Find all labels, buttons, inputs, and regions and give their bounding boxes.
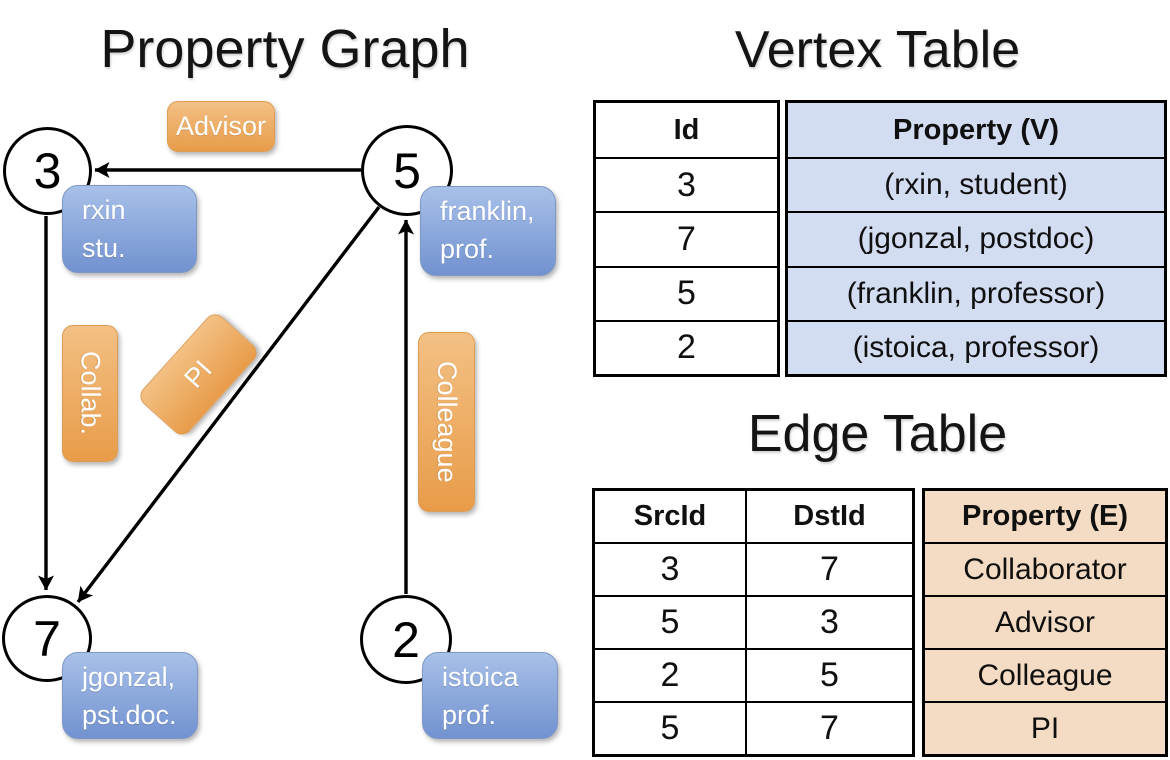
edge-table-dst-cell: 7 (745, 542, 912, 595)
vertex-id-7: 7 (33, 610, 61, 667)
edge-table-src-cell: 5 (595, 701, 745, 754)
vertex-table-property-column: Property (V) (rxin, student) (jgonzal, p… (785, 100, 1167, 377)
edge-table-title: Edge Table (747, 405, 1008, 463)
edge-label-text: Collab. (75, 351, 106, 436)
vertex-table-header-id: Id (673, 113, 700, 146)
vertex-id-3: 3 (33, 143, 62, 199)
vertex-table-property-cell: (istoica, professor) (788, 319, 1164, 374)
vertex-table-id-cell: 2 (596, 319, 777, 374)
vertex-id-2: 2 (392, 611, 420, 668)
edge-table-property-cell: Collaborator (925, 542, 1165, 595)
vertex-prop-box-5: franklin, prof. (420, 186, 556, 276)
vertex-table-id-cell: 5 (596, 265, 777, 320)
vertex-prop-line: pst.doc. (82, 700, 177, 730)
vertex-table-property-cell: (franklin, professor) (788, 265, 1164, 320)
edge-label-advisor: Advisor (167, 101, 275, 152)
vertex-prop-box-3: rxin stu. (62, 185, 197, 273)
vertex-table-title: Vertex Table (734, 21, 1021, 79)
edge-table-property-cell: Advisor (925, 595, 1165, 648)
vertex-prop-box-2: istoica prof. (422, 652, 558, 739)
vertex-table-id-column: Id 3 7 5 2 (593, 100, 780, 377)
edge-table-header-property: Property (E) (962, 500, 1128, 532)
vertex-prop-line: istoica (442, 662, 519, 692)
edge-table-header-src: SrcId (633, 500, 707, 532)
vertex-prop-line: jgonzal, (82, 662, 176, 692)
edge-label-pi: PI (135, 309, 262, 440)
vertex-prop-line: prof. (442, 700, 497, 730)
vertex-table-property-cell: (jgonzal, postdoc) (788, 211, 1164, 265)
vertex-prop-line: prof. (440, 234, 495, 264)
property-graph-title: Property Graph (100, 19, 470, 79)
edge-table-dst-cell: 5 (745, 648, 912, 701)
vertex-table-property-cell: (rxin, student) (788, 157, 1164, 211)
vertex-circle-3: 3 (3, 127, 92, 215)
edge-table-property-cell: Colleague (925, 648, 1165, 701)
edge-table-property-column: Property (E) Collaborator Advisor Collea… (922, 488, 1168, 757)
vertex-id-5: 5 (393, 142, 421, 199)
edge-table-src-cell: 2 (595, 648, 745, 701)
edge-table-dst-cell: 7 (745, 701, 912, 754)
edge-table-id-columns: SrcId DstId 3 7 5 3 2 5 5 7 (592, 488, 915, 757)
edge-label-text: Colleague (432, 361, 462, 483)
vertex-prop-line: franklin, (440, 196, 535, 226)
edge-table-src-cell: 5 (595, 595, 745, 648)
vertex-prop-box-7: jgonzal, pst.doc. (62, 652, 198, 739)
vertex-table-header-property: Property (V) (893, 113, 1059, 146)
vertex-prop-line: rxin (82, 195, 126, 225)
vertex-circle-5: 5 (361, 125, 453, 216)
vertex-table-id-cell: 7 (596, 211, 777, 265)
edge-table-header-dst: DstId (745, 491, 912, 542)
vertex-table-id-cell: 3 (596, 157, 777, 211)
edge-table-property-cell: PI (925, 701, 1165, 754)
edge-table-dst-cell: 3 (745, 595, 912, 648)
edge-label-colleague: Colleague (418, 332, 475, 512)
vertex-prop-line: stu. (82, 233, 126, 263)
edge-label-collab: Collab. (62, 325, 118, 462)
edge-label-text: PI (178, 354, 218, 394)
edge-table-src-cell: 3 (595, 542, 745, 595)
edge-label-text: Advisor (175, 111, 267, 141)
